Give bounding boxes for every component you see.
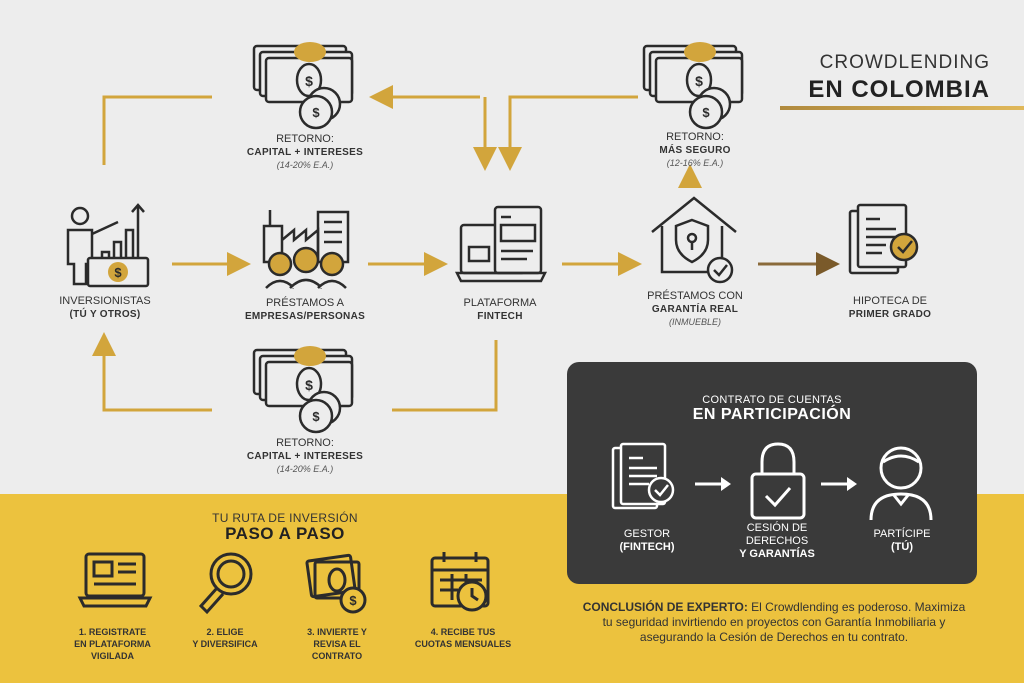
- return-secure-label: RETORNO: MÁS SEGURO (12-16% E.A.): [630, 131, 760, 170]
- contract-panel: CONTRATO DE CUENTAS EN PARTICIPACIÓN GES…: [567, 362, 977, 584]
- step-4-line2: CUOTAS MENSUALES: [414, 639, 512, 649]
- svg-text:$: $: [305, 377, 313, 393]
- title-line1: CROWDLENDING: [819, 52, 990, 73]
- steps-subheading: PASO A PASO: [225, 524, 345, 543]
- person-icon: [869, 446, 933, 521]
- step-3-line3: CONTRATO: [311, 651, 363, 661]
- money-icon: $ $: [642, 42, 744, 130]
- manager-label: GESTOR (FINTECH): [597, 528, 697, 554]
- businesses-people-icon: [262, 210, 350, 289]
- assignment-line3: Y GARANTÍAS: [739, 548, 815, 560]
- svg-text:$: $: [702, 105, 710, 120]
- loans-title: PRÉSTAMOS A: [265, 297, 345, 309]
- contract-heading: CONTRATO DE CUENTAS: [702, 394, 842, 406]
- money-invest-icon: $: [305, 553, 367, 614]
- arrow-secure-to-platform: [498, 95, 638, 171]
- step-3-line2: REVISA EL: [313, 639, 361, 649]
- house-shield-icon: [651, 196, 737, 284]
- contract-document-icon: [611, 442, 675, 510]
- step-2-label: 2. ELIGE Y DIVERSIFICA: [170, 626, 280, 650]
- title-underline: [780, 106, 1024, 110]
- guaranteed-note: (INMUEBLE): [668, 317, 721, 327]
- participant-label: PARTÍCIPE (TÚ): [857, 528, 947, 554]
- page-title: CROWDLENDING EN COLOMBIA: [808, 52, 990, 104]
- svg-text:$: $: [695, 73, 703, 89]
- return-bottom-title: RETORNO:: [276, 437, 334, 449]
- step-1-label: 1. REGISTRATE EN PLATAFORMA VIGILADA: [55, 626, 170, 662]
- steps-heading: TU RUTA DE INVERSIÓN: [212, 511, 358, 525]
- step-3-label: 3. INVIERTE Y REVISA EL CONTRATO: [282, 626, 392, 662]
- svg-text:$: $: [312, 409, 320, 424]
- mortgage-sub: PRIMER GRADO: [848, 309, 932, 320]
- step-4-line1: 4. RECIBE TUS: [430, 627, 496, 637]
- step-1-line3: VIGILADA: [90, 651, 134, 661]
- return-top-sub: CAPITAL + INTERESES: [246, 147, 364, 158]
- conclusion-text: El Crowdlending es poderoso. Maximiza tu…: [602, 600, 966, 644]
- contract-subheading: EN PARTICIPACIÓN: [692, 406, 852, 423]
- assignment-line1: CESIÓN DE: [746, 522, 808, 534]
- arrow-right-icon: [821, 477, 857, 491]
- mortgage-label: HIPOTECA DE PRIMER GRADO: [820, 295, 960, 321]
- svg-text:$: $: [349, 593, 357, 608]
- svg-text:$: $: [312, 105, 320, 120]
- step-1-line2: EN PLATAFORMA: [74, 639, 151, 649]
- investors-title: INVERSIONISTAS: [59, 295, 151, 307]
- platform-sub: FINTECH: [477, 311, 523, 322]
- return-bottom-label: RETORNO: CAPITAL + INTERESES (14-20% E.A…: [230, 437, 380, 476]
- return-top-title: RETORNO:: [276, 133, 334, 145]
- loans-sub: EMPRESAS/PERSONAS: [244, 311, 366, 322]
- step-2-line1: 2. ELIGE: [206, 627, 244, 637]
- arrow-right-icon: [695, 477, 731, 491]
- arrow-bottom-return-loop: [92, 332, 212, 412]
- arrow-investors-top: [102, 95, 212, 165]
- laptop-platform-icon: [454, 205, 548, 283]
- guaranteed-label: PRÉSTAMOS CON GARANTÍA REAL (INMUEBLE): [620, 290, 770, 329]
- step-2-line2: Y DIVERSIFICA: [192, 639, 258, 649]
- calendar-clock-icon: [430, 552, 490, 612]
- return-top-note: (14-20% E.A.): [276, 160, 334, 170]
- step-4-label: 4. RECIBE TUS CUOTAS MENSUALES: [398, 626, 528, 650]
- investors-sub: (TÚ Y OTROS): [69, 309, 141, 320]
- title-line2: EN COLOMBIA: [808, 76, 990, 103]
- manager-title: GESTOR: [623, 528, 671, 540]
- return-secure-note: (12-16% E.A.): [666, 158, 724, 168]
- expert-conclusion: CONCLUSIÓN DE EXPERTO: El Crowdlending e…: [578, 600, 970, 645]
- participant-title: PARTÍCIPE: [873, 528, 931, 540]
- step-1-line1: 1. REGISTRATE: [78, 627, 147, 637]
- loans-label: PRÉSTAMOS A EMPRESAS/PERSONAS: [225, 297, 385, 323]
- return-secure-sub: MÁS SEGURO: [659, 145, 731, 156]
- return-bottom-note: (14-20% E.A.): [276, 464, 334, 474]
- assignment-label: CESIÓN DE DERECHOS Y GARANTÍAS: [717, 522, 837, 561]
- money-icon: $ $: [252, 42, 354, 130]
- platform-title: PLATAFORMA: [463, 297, 537, 309]
- platform-label: PLATAFORMA FINTECH: [430, 297, 570, 323]
- laptop-register-icon: [77, 552, 153, 608]
- arrow-platform-bottom: [392, 340, 498, 412]
- svg-text:$: $: [305, 73, 313, 89]
- svg-text:$: $: [114, 265, 122, 280]
- participant-sub: (TÚ): [891, 541, 913, 553]
- mortgage-title: HIPOTECA DE: [853, 295, 927, 307]
- return-secure-title: RETORNO:: [666, 131, 724, 143]
- assignment-line2: DERECHOS: [745, 535, 809, 547]
- investor-chart-icon: $: [66, 203, 150, 288]
- mortgage-document-icon: [848, 203, 919, 275]
- investors-label: INVERSIONISTAS (TÚ Y OTROS): [40, 295, 170, 321]
- money-icon: $ $: [252, 346, 354, 434]
- guaranteed-sub: GARANTÍA REAL: [651, 304, 739, 315]
- return-top-label: RETORNO: CAPITAL + INTERESES (14-20% E.A…: [230, 133, 380, 172]
- manager-sub: (FINTECH): [619, 541, 675, 553]
- return-bottom-sub: CAPITAL + INTERESES: [246, 451, 364, 462]
- guaranteed-title: PRÉSTAMOS CON: [647, 290, 743, 302]
- magnifier-icon: [198, 552, 253, 615]
- step-3-line1: 3. INVIERTE Y: [307, 627, 367, 637]
- conclusion-lead: CONCLUSIÓN DE EXPERTO:: [582, 600, 748, 614]
- padlock-icon: [750, 442, 806, 520]
